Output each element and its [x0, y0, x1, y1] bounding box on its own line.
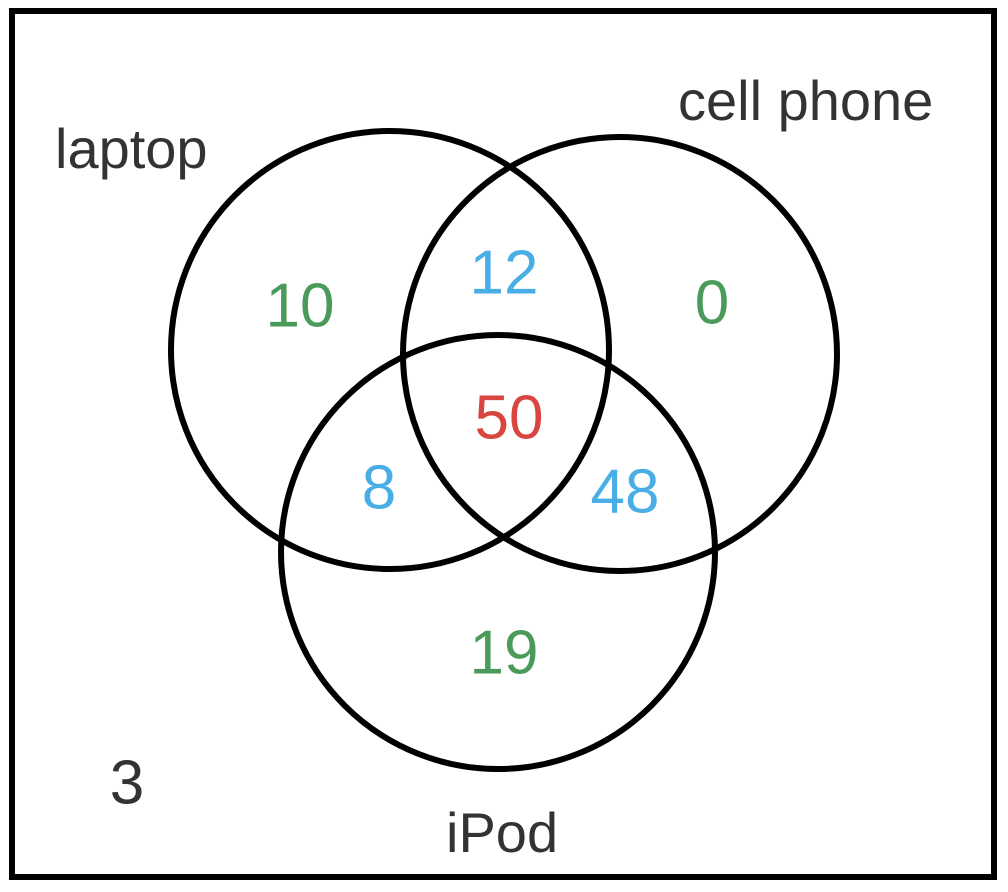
universe-box: [9, 8, 997, 880]
cell-phone-label: cell phone: [678, 69, 933, 132]
none-count: 3: [110, 748, 144, 817]
cell-phone-only-count: 0: [695, 268, 729, 337]
laptop-ipod-count: 8: [362, 453, 396, 522]
all-three-count: 50: [475, 383, 544, 452]
laptop-cell-phone-count: 12: [470, 238, 539, 307]
cell-phone-ipod-count: 48: [591, 457, 660, 526]
laptop-only-count: 10: [266, 271, 335, 340]
ipod-circle: [278, 332, 718, 772]
ipod-only-count: 19: [470, 618, 539, 687]
ipod-label: iPod: [446, 801, 558, 864]
laptop-label: laptop: [55, 117, 208, 180]
laptop-circle: [168, 128, 612, 572]
